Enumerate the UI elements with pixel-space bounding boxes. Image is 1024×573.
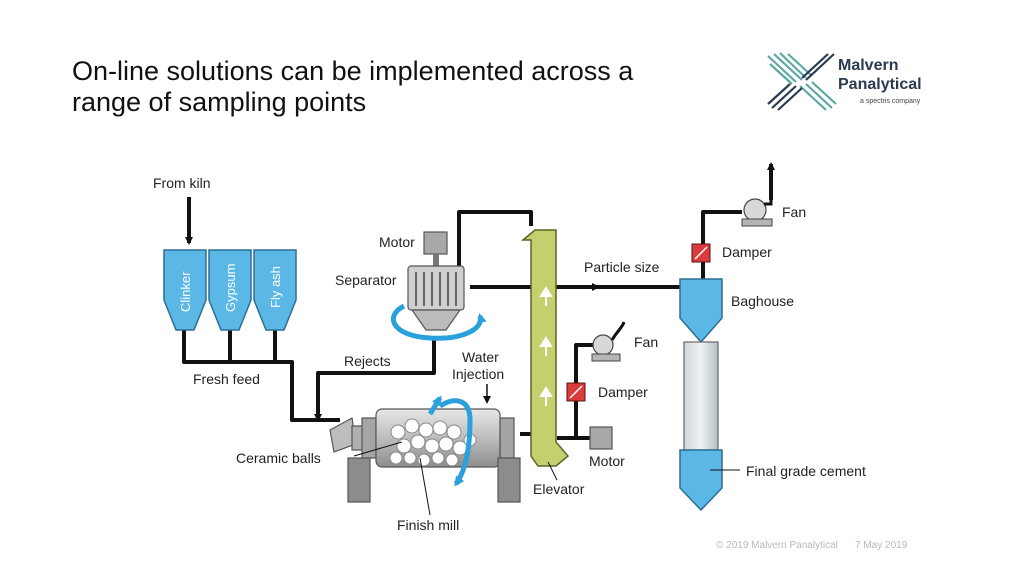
hopper-clinker: Clinker bbox=[163, 249, 207, 331]
label-baghouse: Baghouse bbox=[731, 293, 794, 309]
label-particle-size: Particle size bbox=[584, 259, 660, 275]
label-ceramic-balls: Ceramic balls bbox=[236, 450, 321, 466]
motor-bottom-icon bbox=[589, 426, 613, 450]
hopper-gypsum-label: Gypsum bbox=[223, 264, 238, 312]
damper-mid-icon bbox=[566, 382, 586, 402]
title-line-1: On-line solutions can be implemented acr… bbox=[72, 56, 634, 86]
finish-mill-leader bbox=[419, 457, 431, 516]
label-motor-top: Motor bbox=[379, 234, 415, 250]
label-fan-top: Fan bbox=[782, 204, 806, 220]
hopper-flyash: Fly ash bbox=[253, 249, 297, 331]
separator-icon bbox=[407, 265, 465, 331]
label-final-cement: Final grade cement bbox=[746, 463, 866, 479]
fan-mid-icon bbox=[591, 321, 626, 362]
label-fresh-feed: Fresh feed bbox=[193, 371, 260, 387]
separator-rotation-arrow-icon bbox=[391, 303, 487, 341]
elevator-icon bbox=[520, 229, 570, 467]
damper-top-icon bbox=[691, 243, 711, 263]
logo-brand-line-2: Panalytical bbox=[838, 76, 922, 93]
label-separator: Separator bbox=[335, 272, 397, 288]
fan-top-icon bbox=[741, 198, 773, 227]
fresh-feed-line bbox=[182, 330, 340, 422]
logo-brand: Malvern Panalytical bbox=[838, 56, 922, 94]
label-rejects: Rejects bbox=[344, 353, 391, 369]
logo-tagline: a spectris company bbox=[860, 98, 921, 105]
label-damper-top: Damper bbox=[722, 244, 772, 260]
label-fan-mid: Fan bbox=[634, 334, 658, 350]
fan-mid-duct bbox=[574, 343, 594, 438]
slide-title: On-line solutions can be implemented acr… bbox=[72, 56, 732, 118]
mill-rotation-arrow-icon bbox=[438, 398, 473, 487]
footer-copyright: © 2019 Malvern Panalytical bbox=[716, 540, 838, 551]
logo-brand-line-1: Malvern bbox=[838, 57, 899, 74]
hopper-flyash-label: Fly ash bbox=[268, 266, 283, 308]
company-logo: Malvern Panalytical a spectris company bbox=[766, 52, 956, 112]
baghouse-icon bbox=[679, 278, 723, 512]
label-injection: Injection bbox=[452, 366, 504, 382]
label-motor-bottom: Motor bbox=[589, 453, 625, 469]
title-line-2: range of sampling points bbox=[72, 87, 367, 117]
label-damper-mid: Damper bbox=[598, 384, 648, 400]
motor-top-icon bbox=[423, 231, 448, 255]
hopper-clinker-label: Clinker bbox=[178, 271, 193, 312]
label-elevator: Elevator bbox=[533, 481, 585, 497]
motor-shaft bbox=[433, 254, 439, 266]
ceramic-balls-leader bbox=[353, 441, 403, 457]
rejects-line bbox=[314, 337, 436, 422]
label-water: Water bbox=[462, 349, 499, 365]
logo-mark-icon bbox=[767, 52, 837, 111]
footer-date: 7 May 2019 bbox=[855, 540, 908, 551]
label-from-kiln: From kiln bbox=[153, 175, 211, 191]
mill-rotation-arrow-top-icon bbox=[427, 395, 443, 416]
label-finish-mill: Finish mill bbox=[397, 517, 459, 533]
flow-lines bbox=[182, 162, 775, 440]
hopper-gypsum: Gypsum bbox=[208, 249, 252, 331]
elevator-leader bbox=[547, 461, 558, 481]
